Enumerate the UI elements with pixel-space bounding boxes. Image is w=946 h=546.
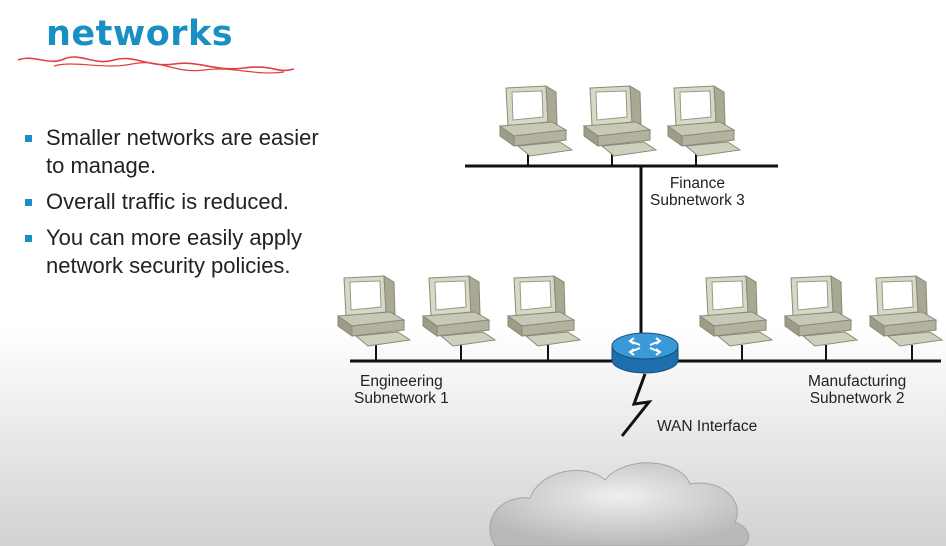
finance-subnet-label: Finance Subnetwork 3 [650, 175, 745, 209]
finance-pc-2 [583, 85, 657, 157]
bullet-square-icon [25, 199, 32, 206]
finance-pc-1 [499, 85, 573, 157]
engineering-subnet-label: Engineering Subnetwork 1 [354, 373, 449, 407]
manufacturing-pc-2 [784, 275, 858, 347]
engineering-pc-1 [337, 275, 411, 347]
manufacturing-pc-1 [699, 275, 773, 347]
cloud-icon [489, 462, 750, 546]
manufacturing-subnet-label: Manufacturing Subnetwork 2 [808, 373, 907, 407]
wan-link-icon [620, 373, 653, 437]
bullet-item: Overall traffic is reduced. [24, 188, 334, 216]
bullet-square-icon [25, 235, 32, 242]
finance-pc-3 [667, 85, 741, 157]
router-icon [611, 332, 679, 374]
red-underline-annotation [17, 56, 295, 74]
bullet-square-icon [25, 135, 32, 142]
bullet-item: You can more easily apply network securi… [24, 224, 334, 280]
wan-interface-label: WAN Interface [657, 418, 758, 435]
bullet-list: Smaller networks are easier to manage. O… [24, 124, 334, 288]
engineering-pc-3 [507, 275, 581, 347]
slide-title: networks [46, 14, 234, 54]
engineering-pc-2 [422, 275, 496, 347]
manufacturing-pc-3 [869, 275, 943, 347]
bullet-item: Smaller networks are easier to manage. [24, 124, 334, 180]
